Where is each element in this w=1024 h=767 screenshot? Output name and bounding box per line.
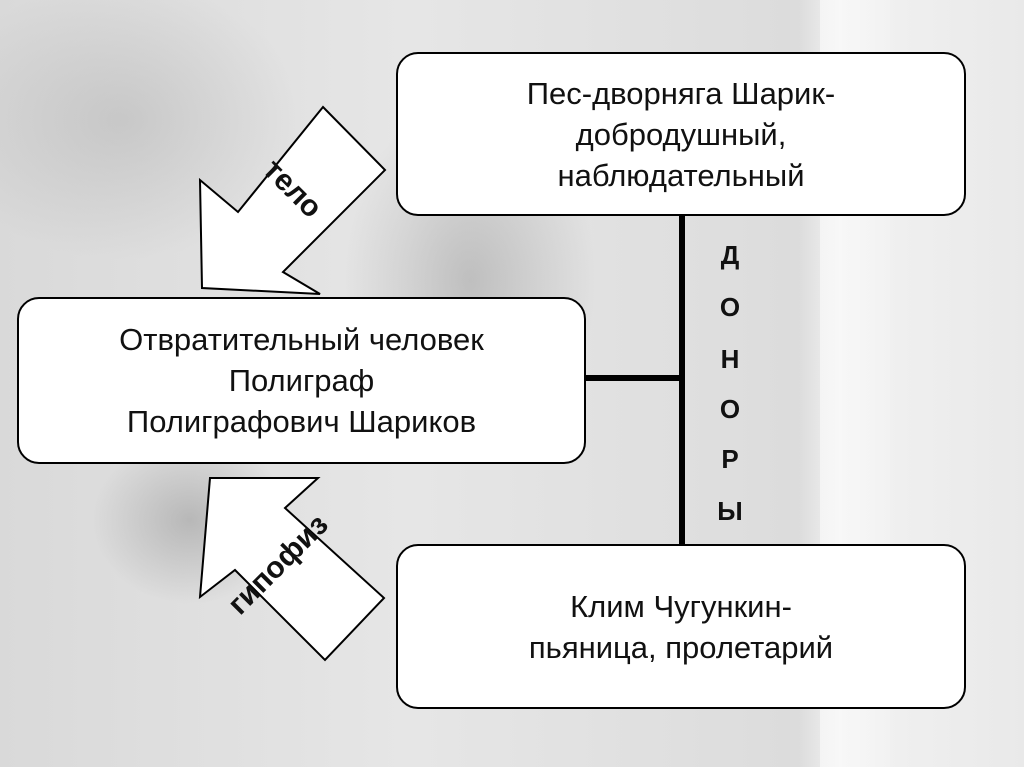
donors-letter: О — [719, 394, 741, 424]
middle-box-line-3: Полиграфович Шариков — [126, 404, 477, 439]
bottom-box-line-1: Клим Чугункин- — [570, 588, 792, 624]
donors-letter: Р — [721, 444, 739, 474]
top-box-line-2: добродушный, — [575, 116, 787, 152]
top-box-line-3: наблюдательный — [557, 157, 805, 193]
middle-box-line-2: Полиграф — [228, 363, 375, 398]
donors-letter: О — [719, 292, 741, 322]
top-box-line-1: Пес-дворняга Шарик- — [526, 75, 836, 111]
middle-box-line-1: Отвратительный человек — [119, 322, 484, 357]
bottom-box-chugunkin: Клим Чугункин- пьяница, пролетарий — [396, 544, 966, 709]
top-box-sharik: Пес-дворняга Шарик- добродушный, наблюда… — [396, 52, 966, 216]
donors-letter: Н — [720, 344, 740, 374]
middle-box-sharikov: Отвратительный человек Полиграф Полиграф… — [17, 297, 586, 464]
bottom-box-line-2: пьяница, пролетарий — [528, 629, 834, 665]
lower-arrow-shape — [198, 477, 386, 662]
donors-letter: Ы — [717, 496, 743, 526]
upper-arrow-shape — [198, 105, 387, 295]
donors-letter: Д — [720, 240, 740, 270]
